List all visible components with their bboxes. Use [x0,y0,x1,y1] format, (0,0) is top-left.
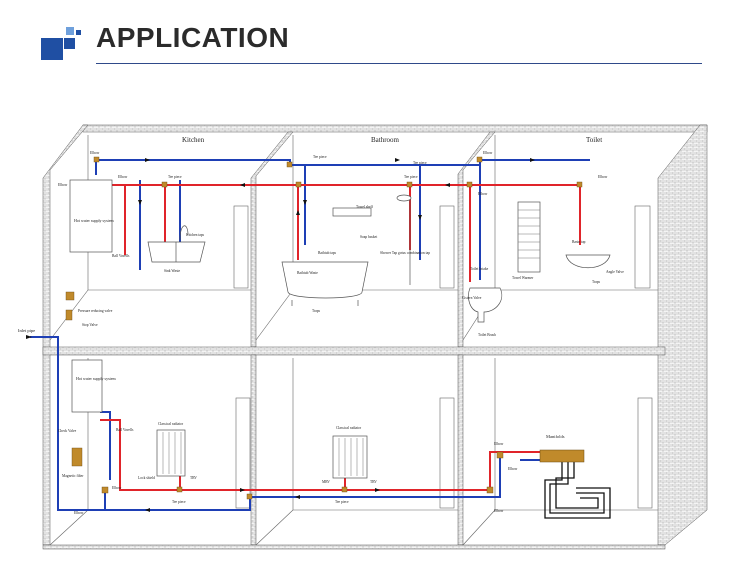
label-elbow-9: Elbow [494,442,504,446]
label-cistern-valve: Cistern Valve [462,296,482,300]
label-traps-1: Traps [312,309,321,313]
label-mrv: MRV [322,480,330,484]
logo-square-light [66,27,74,35]
label-toilet-intake: Toilet Intake [470,267,489,271]
label-bathtub-taps: Bathtub taps [318,251,337,255]
label-lock-shield: Lock shield [138,476,155,480]
hot-water-unit-top [69,179,113,253]
partition-lower-1 [250,354,257,546]
label-elbow-5: Elbow [58,183,68,187]
label-shower-tap: Shower Tap gotus combination tap [380,251,430,255]
label-elbow-8: Elbow [74,511,84,515]
radiator-1 [156,429,186,477]
door-kitchen [233,205,249,289]
label-toilet-brush: Toilet Brush [478,333,496,337]
label-angle-valve: Angle Valve [606,270,624,274]
label-bathtub-waste: Bathtub Waste [297,271,318,275]
flow-arrows [26,158,535,512]
towel-shelf [332,207,372,217]
bathtub [281,261,369,299]
label-ball-valve-top: Ball Vavells [112,254,130,258]
label-sink-waste: Sink Waste [164,269,181,273]
room-label-toilet: Toilet [586,136,602,144]
label-tee-2: Tee piece [313,155,327,159]
fixtures [69,179,611,479]
door-bathroom [439,205,455,289]
ground-slab [42,544,666,550]
basin [565,254,611,268]
fittings [65,156,583,500]
label-stop-valve: Stop Valve [82,323,98,327]
label-elbow-7: Elbow [112,486,122,490]
label-inlet-pipe: Inlet pipe [18,328,35,333]
label-manifolds: Manifolds [546,434,565,439]
label-towel-shelf: Towel shelf [356,205,374,209]
door-ground-2 [439,397,455,509]
cold-water-pipes [30,159,590,511]
logo-square-mid [64,38,75,49]
top-wall [82,124,708,133]
logo-square-small [76,30,81,35]
label-elbow-2: Elbow [118,175,128,179]
label-elbow-10: Elbow [508,467,518,471]
kitchen-sink [147,241,206,263]
room-label-kitchen: Kitchen [182,136,205,144]
floor-slab [42,346,666,356]
logo-square-dark [41,38,63,60]
label-tee-3: Tee piece [413,161,427,165]
label-hot-water-bottom: Hot water supply system [76,376,117,381]
right-outer-wall [657,124,708,546]
label-trv-1: TRV [190,476,197,480]
label-elbow-1: Elbow [90,151,100,155]
label-magnetic-filter: Magnetic filter [62,474,84,478]
label-elbow-6: Elbow [478,192,488,196]
label-elbow-11: Elbow [494,509,504,513]
header: APPLICATION [0,0,750,80]
building-walls [42,124,708,550]
partition-kitchen-bathroom [250,131,294,348]
header-divider [96,63,702,64]
label-hot-water-top: Hot water supply system [74,218,115,223]
label-traps-2: Traps [592,280,601,284]
radiator-2 [332,435,368,479]
label-classical-radiator-2: Classical radiator [336,426,362,430]
towel-warmer [517,201,541,273]
door-toilet [634,205,651,289]
hot-water-unit-bottom [71,359,103,413]
room-label-bathroom: Bathroom [371,136,400,144]
page-title: APPLICATION [96,22,290,53]
label-pressure-reducing: Pressure reducing valve [78,309,113,313]
label-tee-5: Tee piece [172,500,186,504]
label-elbow-3: Elbow [483,151,493,155]
label-tee-1: Tee piece [168,175,182,179]
label-kitchen-taps: Kitchen taps [186,233,205,237]
label-tee-6: Tee piece [335,500,349,504]
label-ball-valve-bottom: Ball Vavells [116,428,134,432]
label-tee-4: Tee piece [404,175,418,179]
manifold [539,449,585,463]
door-ground-1 [235,397,251,509]
label-check-valve: Check Valve [58,429,77,433]
door-ground-3 [637,397,653,509]
label-towel-warmer: Towel Warmer [512,276,534,280]
underfloor-heating [544,462,611,519]
label-basin-tap: Basin tap [572,240,586,244]
label-soap-basket: Soap basket [360,235,377,239]
label-elbow-4: Elbow [598,175,608,179]
partition-lower-2 [457,354,464,546]
toilet [468,287,503,323]
label-trv-2: TRV [370,480,377,484]
label-classical-radiator-1: Classical radiator [158,422,184,426]
